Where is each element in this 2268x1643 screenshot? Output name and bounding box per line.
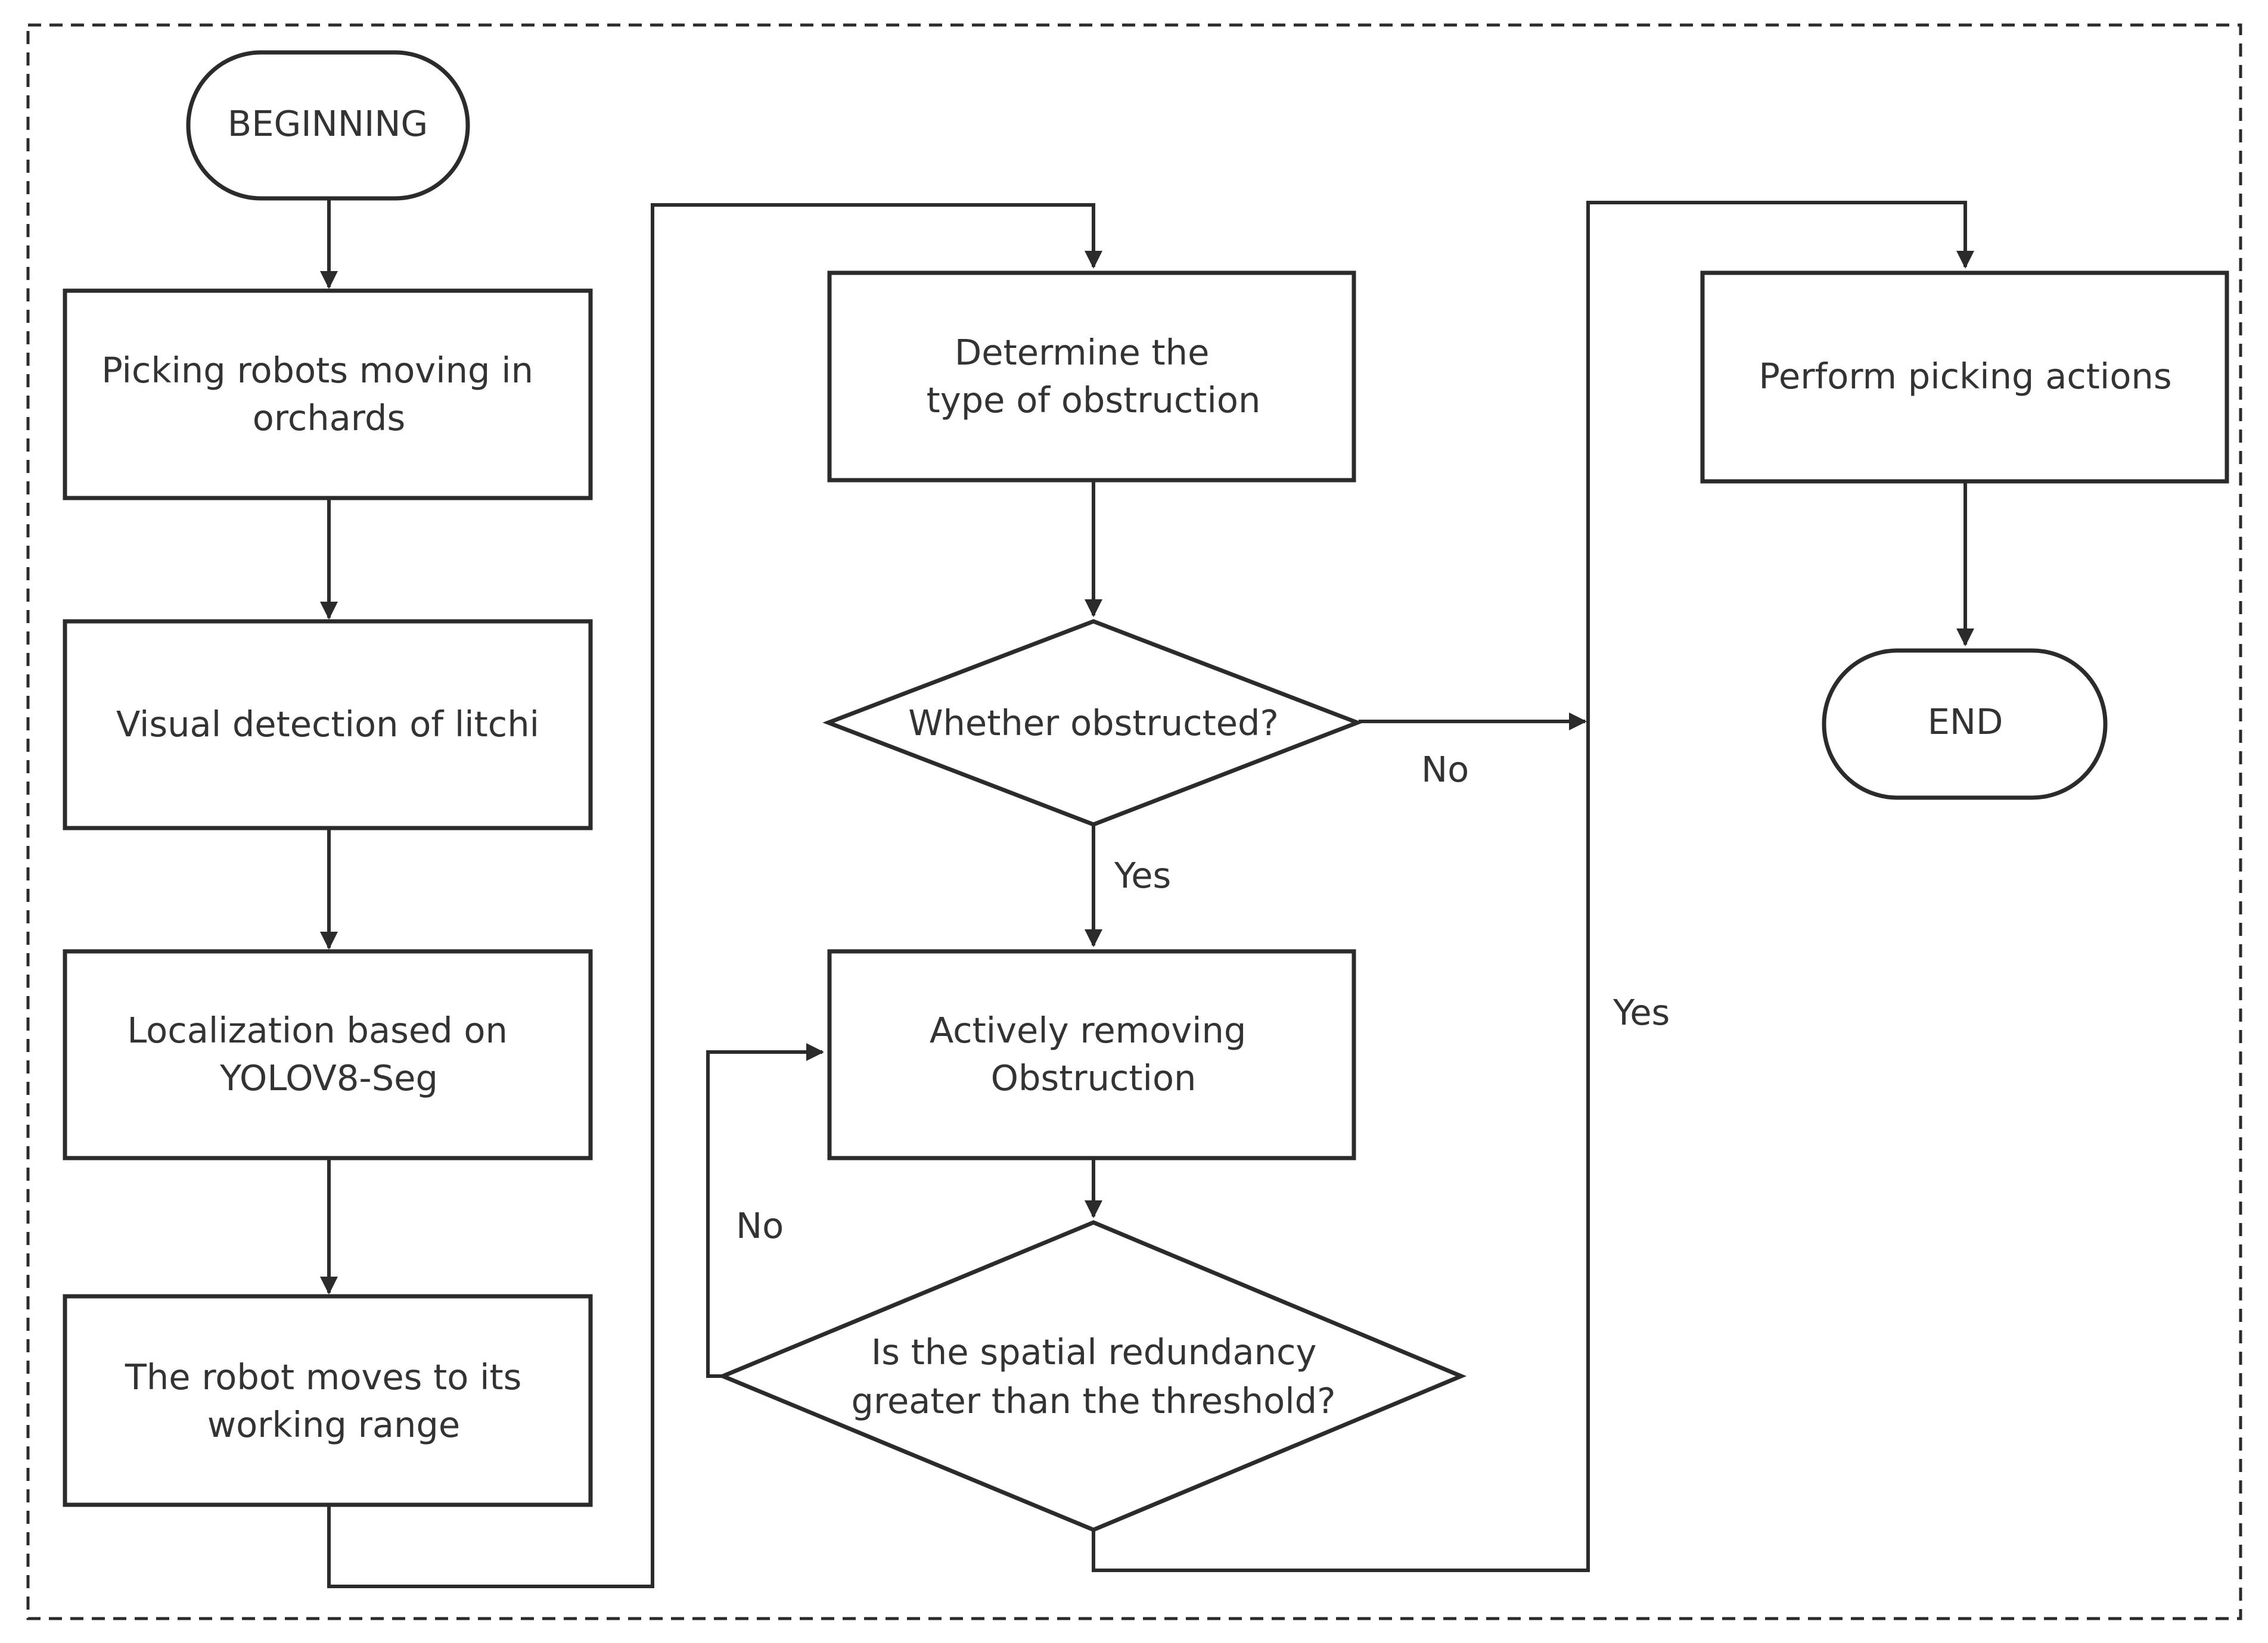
perform-picking-node: Perform picking actions — [1700, 270, 2229, 484]
svg-text:Localization based on YO: Localization based on YOLOV8-Seg — [127, 1010, 518, 1099]
picking-robots-line-1: Picking robots moving in — [101, 350, 533, 391]
edges — [320, 198, 1974, 1588]
whether-obstructed-diamond — [822, 619, 1363, 827]
svg-text:Actively removing Obstru: Actively removing Obstruction — [930, 1010, 1257, 1099]
visual-detection-label: Visual detection of litchi — [116, 704, 539, 745]
perform-picking-box — [1700, 270, 2229, 484]
actively-removing-line-2: Obstruction — [991, 1057, 1197, 1099]
picking-robots-line-2: orchards — [253, 397, 405, 438]
edge-redundancy-no — [706, 1043, 824, 1378]
visual-detection-box — [63, 619, 593, 830]
svg-text:Is the spatial redundancy: Is the spatial redundancy greater than t… — [852, 1331, 1336, 1421]
end-terminal — [1822, 648, 2108, 800]
robot-moves-box — [63, 1294, 593, 1507]
localization-line-2: YOLOV8-Seg — [219, 1057, 438, 1099]
edge-label-obstructed-yes: Yes — [1114, 855, 1171, 896]
spatial-redundancy-line-2: greater than the threshold? — [852, 1380, 1336, 1421]
determine-type-box — [827, 270, 1356, 483]
svg-text:Determine the type of ob: Determine the type of obstruction — [927, 332, 1261, 421]
edge-robot-moves-to-determine-type — [327, 203, 1102, 1588]
svg-text:The robot moves to its w: The robot moves to its working range — [125, 1356, 533, 1445]
picking-robots-box — [63, 288, 593, 500]
edge-redundancy-yes — [1092, 201, 1974, 1572]
visual-detection-node: Visual detection of litchi — [63, 619, 593, 830]
end-node: END — [1822, 648, 2108, 800]
diagram-frame — [26, 23, 2242, 1620]
determine-type-node: Determine the type of obstruction — [827, 270, 1356, 483]
robot-moves-line-1: The robot moves to its — [125, 1356, 522, 1398]
spatial-redundancy-diamond — [717, 1220, 1467, 1532]
edge-label-redundancy-yes: Yes — [1613, 992, 1670, 1033]
spatial-redundancy-node: Is the spatial redundancy greater than t… — [717, 1220, 1467, 1532]
determine-type-line-2: type of obstruction — [927, 379, 1261, 421]
whether-obstructed-node: Whether obstructed? — [822, 619, 1363, 827]
edge-label-obstructed-no: No — [1421, 749, 1469, 790]
svg-text:Picking robots moving in: Picking robots moving in orchards — [101, 350, 545, 438]
end-label: END — [1928, 701, 2003, 742]
start-terminal — [186, 50, 470, 201]
robot-moves-node: The robot moves to its working range — [63, 1294, 593, 1507]
localization-node: Localization based on YOLOV8-Seg — [63, 949, 593, 1160]
whether-obstructed-label: Whether obstructed? — [908, 702, 1279, 743]
localization-box — [63, 949, 593, 1160]
determine-type-line-1: Determine the — [955, 332, 1210, 373]
start-label: BEGINNING — [228, 103, 428, 144]
spatial-redundancy-line-1: Is the spatial redundancy — [871, 1331, 1317, 1373]
edge-label-redundancy-no: No — [736, 1205, 784, 1246]
actively-removing-line-1: Actively removing — [930, 1010, 1247, 1051]
perform-picking-label: Perform picking actions — [1759, 356, 2171, 397]
actively-removing-node: Actively removing Obstruction — [827, 949, 1356, 1160]
robot-moves-line-2: working range — [207, 1404, 460, 1445]
localization-line-1: Localization based on — [127, 1010, 508, 1051]
start-node: BEGINNING — [186, 50, 470, 201]
picking-robots-node: Picking robots moving in orchards — [63, 288, 593, 500]
actively-removing-box — [827, 949, 1356, 1160]
